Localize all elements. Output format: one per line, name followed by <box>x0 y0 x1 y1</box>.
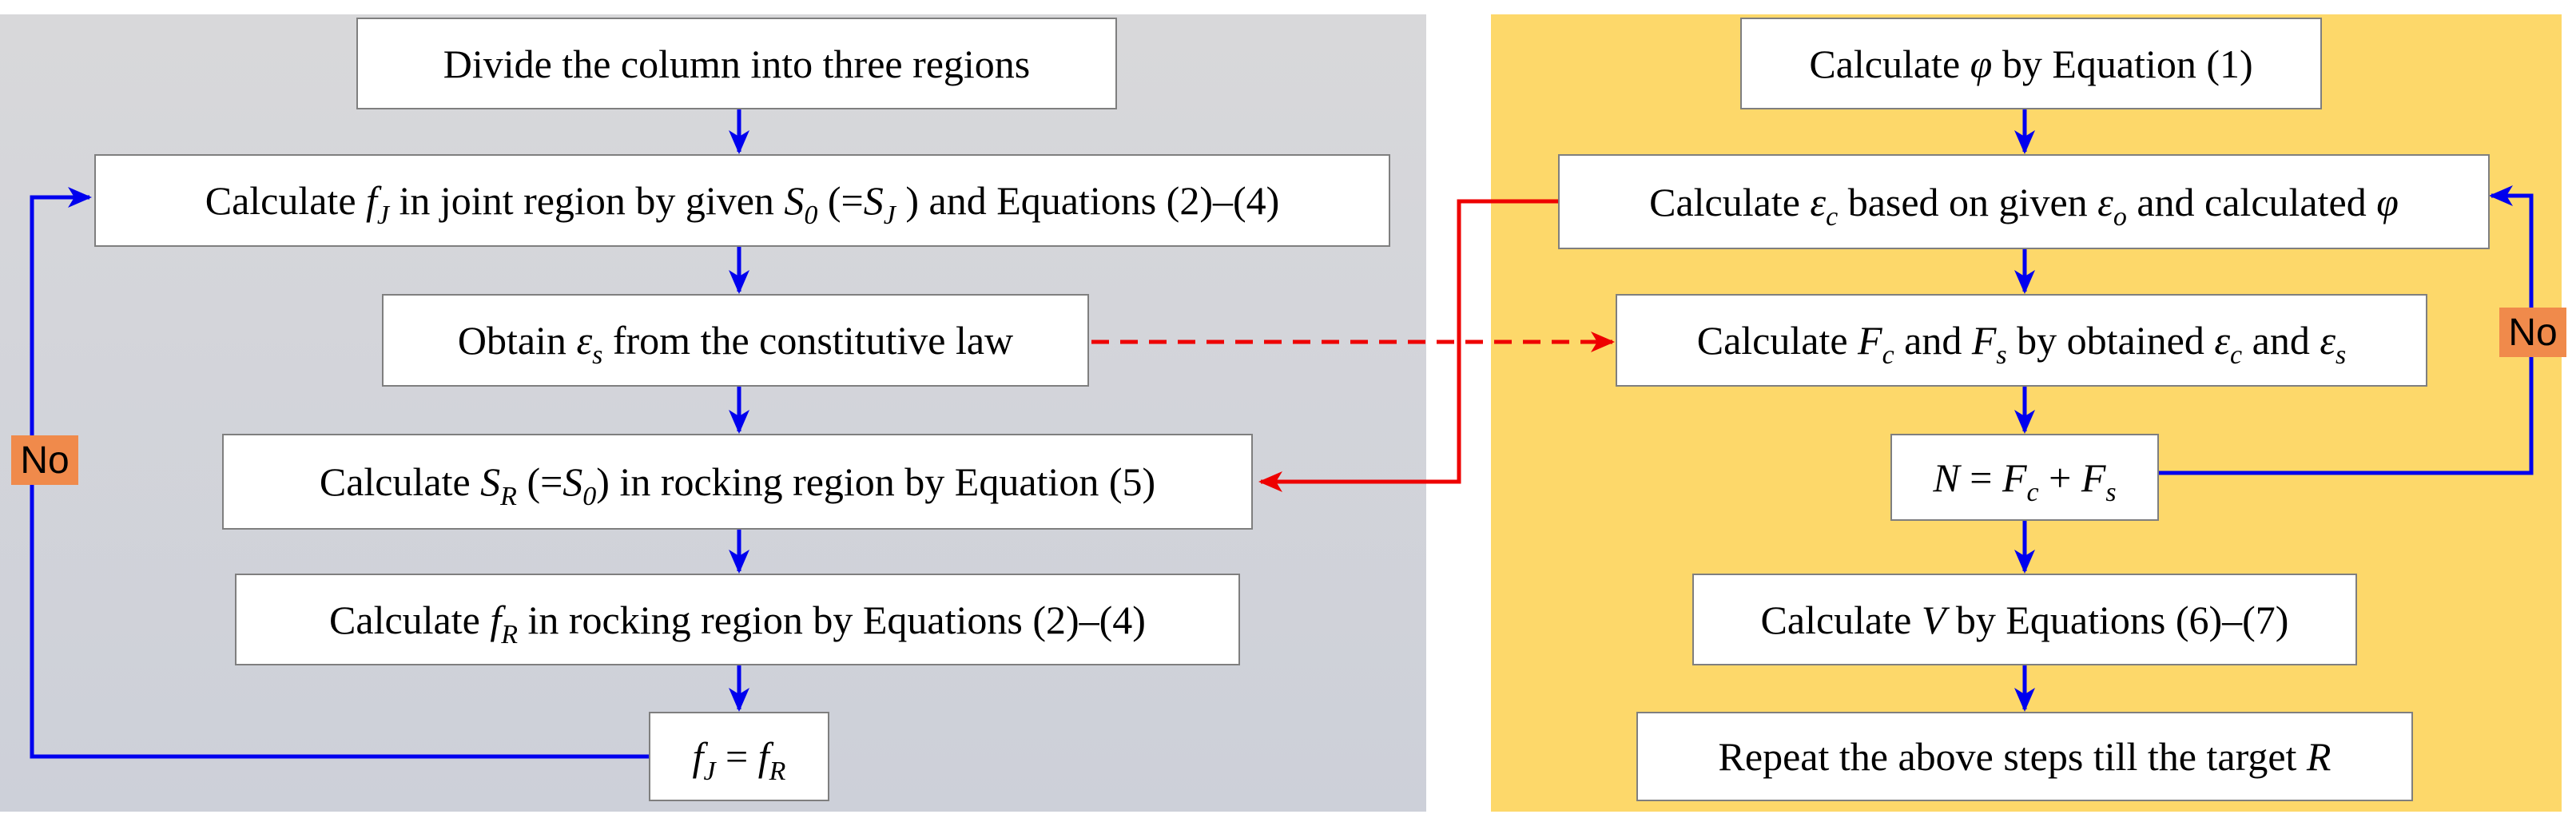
left-step-obtain-eps-s: Obtain εs from the constitutive law <box>382 294 1089 387</box>
right-step-calc-fc-fs: Calculate Fc and Fs by obtained εc and ε… <box>1616 294 2427 387</box>
left-step-calc-sr: Calculate SR (=S0) in rocking region by … <box>222 434 1253 530</box>
right-step2-text: Calculate εc based on given εo and calcu… <box>1649 179 2399 232</box>
left-step-fj-equals-fr: fJ = fR <box>649 712 829 801</box>
right-step-n-equals-fc-plus-fs: N = Fc + Fs <box>1890 434 2159 521</box>
right-step-calc-v: Calculate V by Equations (6)–(7) <box>1692 574 2357 665</box>
left-step-calc-fr: Calculate fR in rocking region by Equati… <box>235 574 1240 665</box>
right-step-calc-eps-c: Calculate εc based on given εo and calcu… <box>1558 154 2490 249</box>
right-step3-text: Calculate Fc and Fs by obtained εc and ε… <box>1696 318 2347 370</box>
left-step-divide-regions: Divide the column into three regions <box>356 18 1117 109</box>
left-step2-text: Calculate fJ in joint region by given S0… <box>205 178 1280 230</box>
right-step6-text: Repeat the above steps till the target R <box>1718 734 2332 779</box>
left-step4-text: Calculate SR (=S0) in rocking region by … <box>319 459 1156 511</box>
right-step-calc-phi: Calculate φ by Equation (1) <box>1740 18 2322 109</box>
right-step-repeat-till-target: Repeat the above steps till the target R <box>1636 712 2413 801</box>
right-step5-text: Calculate V by Equations (6)–(7) <box>1760 597 2289 642</box>
left-panel-background <box>0 14 1426 812</box>
right-no-badge: No <box>2499 308 2566 357</box>
right-step1-text: Calculate φ by Equation (1) <box>1809 41 2253 86</box>
arrow-red-epsilon-c-to-sr <box>1258 199 1558 492</box>
left-no-badge: No <box>11 435 78 485</box>
right-step4-text: N = Fc + Fs <box>1933 455 2117 507</box>
left-step6-text: fJ = fR <box>692 734 786 786</box>
left-step3-text: Obtain εs from the constitutive law <box>457 318 1014 370</box>
left-step-calc-fj: Calculate fJ in joint region by given S0… <box>94 154 1390 247</box>
left-step5-text: Calculate fR in rocking region by Equati… <box>329 597 1146 649</box>
